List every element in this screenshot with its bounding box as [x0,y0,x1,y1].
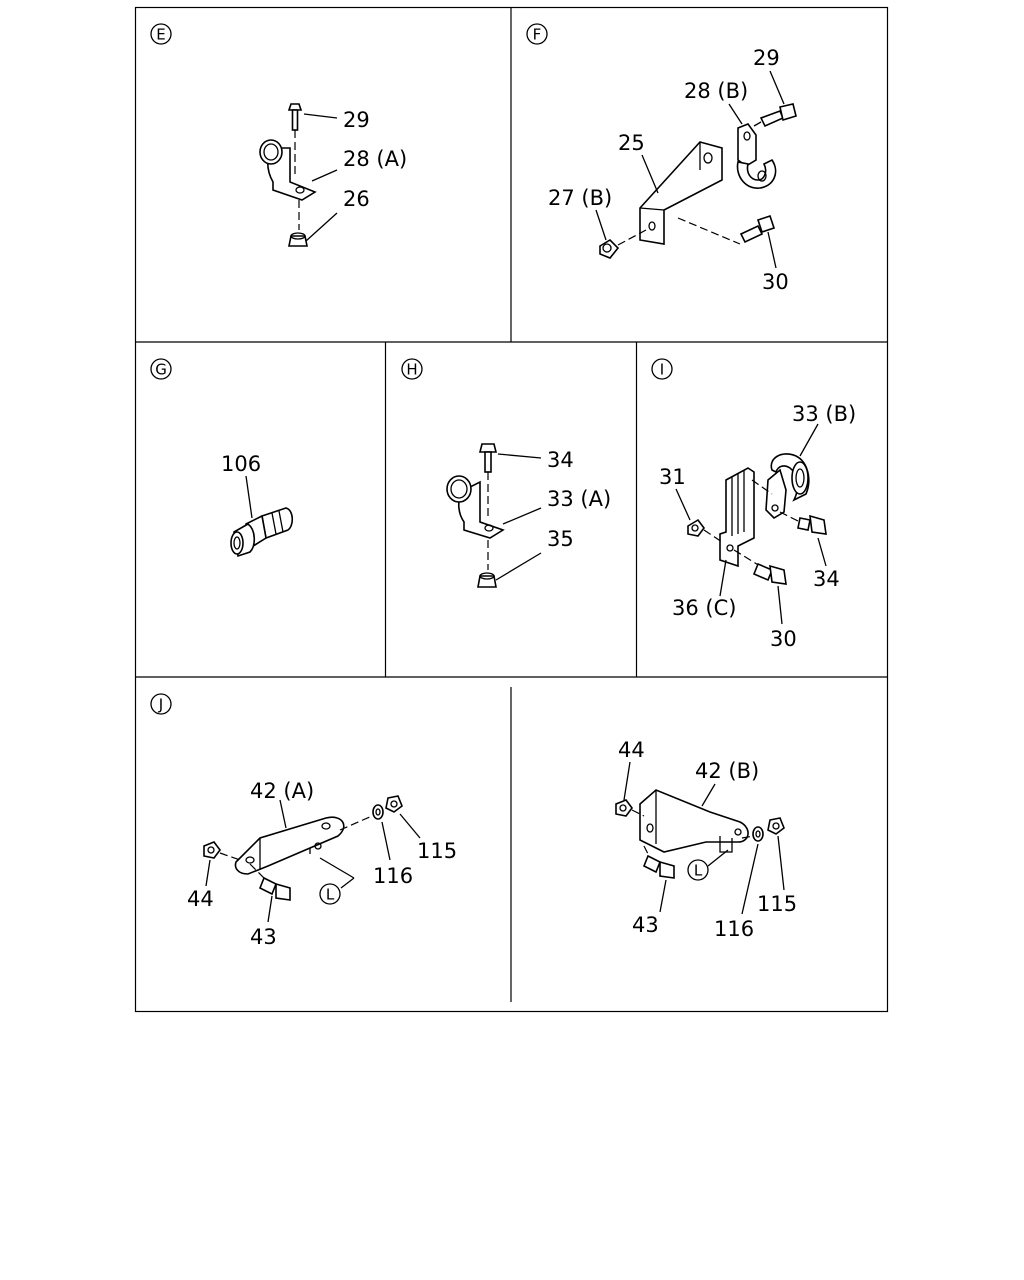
panel-g-marker: G [150,358,172,380]
bolt-29-f [759,103,797,128]
callout-115-right: 115 [757,892,797,916]
callout-34-h: 34 [547,448,574,472]
callout-31: 31 [659,465,686,489]
nut-27b [599,238,620,259]
clamp-33b [765,453,810,520]
bolt-43-right [642,854,675,879]
callout-28a: 28 (A) [343,147,407,171]
panel-g-letter: G [155,361,167,379]
callout-35: 35 [547,527,574,551]
callout-26: 26 [343,187,370,211]
nut-44-left [203,841,221,859]
callout-44-right: 44 [618,738,645,762]
panel-g: G 106 [150,358,294,558]
bracket-42b [639,789,749,853]
side-mark-l-left-letter: L [326,886,335,904]
panel-e-marker: E [150,23,172,45]
panel-f-marker: F [526,23,548,45]
panel-i-letter: I [660,361,664,379]
bolt-30-i [752,562,787,585]
panel-j-letter: J [158,696,163,714]
callout-27b: 27 (B) [548,186,612,210]
panel-h-marker: H [401,358,423,380]
side-mark-l-right-letter: L [694,862,703,880]
callout-42b: 42 (B) [695,759,759,783]
clamp-33a [446,475,505,539]
callout-30-i: 30 [770,627,797,651]
callout-44-left: 44 [187,887,214,911]
side-mark-l-left: L [319,883,341,905]
nut-115-right [767,817,785,835]
callout-33b: 33 (B) [792,402,856,426]
side-mark-l-right: L [687,859,709,881]
panel-f: F [526,23,797,294]
bolt-43-left [258,876,291,901]
callout-36c: 36 (C) [672,596,736,620]
callout-115-left: 115 [417,839,457,863]
nut-26 [288,232,308,247]
nut-31 [687,518,705,537]
callout-43-left: 43 [250,925,277,949]
callout-116-left: 116 [373,864,413,888]
bolt-29-e [287,103,303,131]
panel-h-letter: H [406,361,417,379]
bracket-25 [639,141,723,245]
bolt-30-f [739,214,776,244]
panel-h: H 34 33 (A) 35 [401,358,611,588]
washer-116-left [372,804,384,820]
callout-33a: 33 (A) [547,487,611,511]
clamp-28a [259,139,317,201]
bracket-42a [234,816,345,875]
callout-29-f: 29 [753,46,780,70]
bracket-36c [719,467,755,568]
bolt-34-h [478,443,498,473]
callout-42a: 42 (A) [250,779,314,803]
j-right-assembly: L 44 42 (B) 43 116 115 [615,738,797,941]
nut-35 [477,572,497,588]
bolt-34-i [797,514,827,535]
callout-106: 106 [221,452,261,476]
nut-44-right [615,799,633,817]
callout-30-f: 30 [762,270,789,294]
j-left-assembly: L 42 (A) 115 116 44 43 [187,779,457,949]
panel-f-letter: F [533,26,542,44]
callout-28b: 28 (B) [684,79,748,103]
diagram-frame [134,6,889,1013]
washer-116-right [752,826,764,842]
callout-116-right: 116 [714,917,754,941]
panel-i-marker: I [651,358,673,380]
fitting-106 [230,507,294,558]
panel-e-letter: E [156,26,165,44]
callout-29: 29 [343,108,370,132]
clamp-28b [736,123,777,189]
callout-34-i: 34 [813,567,840,591]
callout-43-right: 43 [632,913,659,937]
callout-25: 25 [618,131,645,155]
panel-j: J [150,693,797,949]
nut-115-left [385,795,403,813]
panel-e: E 29 28 (A) 26 [150,23,407,247]
panel-i: I [651,358,856,651]
panel-j-marker: J [150,693,172,715]
